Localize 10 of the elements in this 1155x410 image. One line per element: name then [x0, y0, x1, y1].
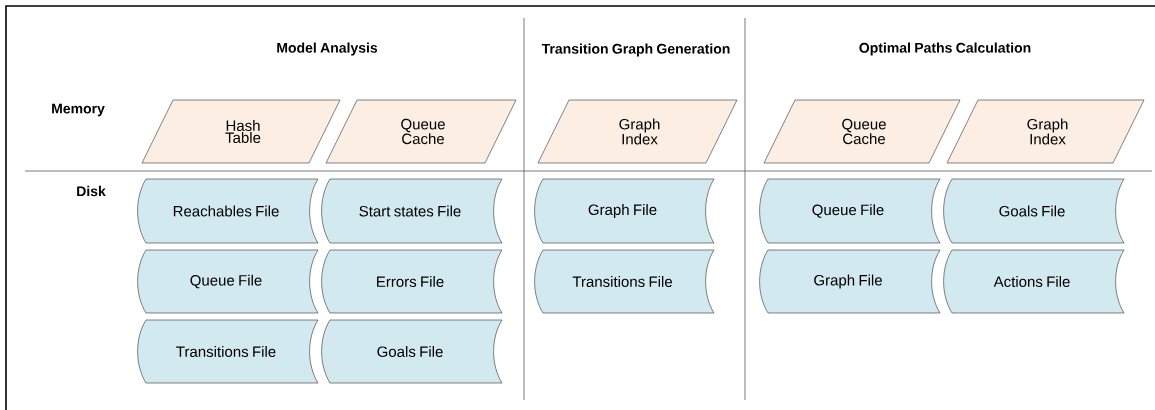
row-heading: Memory [52, 103, 105, 117]
memory-parallelogram: Queue Cache [325, 99, 517, 164]
column-heading: Optimal Paths Calculation [859, 42, 1031, 56]
memory-parallelogram: Queue Cache [763, 99, 961, 164]
column-heading: Model Analysis [277, 42, 378, 56]
memory-parallelogram: Hash Table [141, 99, 341, 164]
memory-parallelogram: Graph Index [537, 99, 738, 164]
column-heading: Transition Graph Generation [541, 43, 730, 57]
memory-parallelogram: Graph Index [946, 99, 1145, 164]
row-heading: Disk [77, 185, 106, 197]
